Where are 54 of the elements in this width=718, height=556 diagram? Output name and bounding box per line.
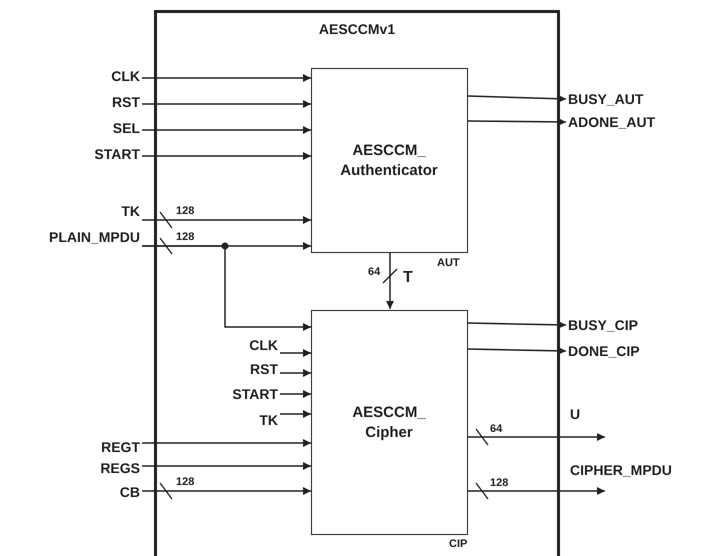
block-name: AESCCM_ Cipher xyxy=(351,402,427,442)
signal-arrow xyxy=(142,126,311,134)
signal-arrow xyxy=(386,253,394,309)
signal-name: REGS xyxy=(100,460,140,476)
signal-arrow xyxy=(468,433,605,441)
edge-label: 64 xyxy=(368,266,380,278)
signal-name: TK xyxy=(121,203,140,219)
signal-arrow xyxy=(142,245,311,331)
signal-name: RST xyxy=(112,94,140,110)
edge-label: 128 xyxy=(176,205,194,217)
signal-name: START xyxy=(232,386,278,402)
signal-arrow xyxy=(142,100,311,108)
signal-arrow xyxy=(280,349,311,357)
signal-arrow xyxy=(280,410,311,418)
signal-name: DONE_CIP xyxy=(568,343,640,359)
edge-label: 128 xyxy=(490,477,508,489)
signal-arrow xyxy=(468,118,566,126)
edge-label: 64 xyxy=(490,423,502,435)
signal-name: SEL xyxy=(112,120,140,136)
signal-arrow xyxy=(280,390,311,398)
block-box xyxy=(311,68,468,253)
signal-arrow xyxy=(142,439,311,447)
signal-name: REGT xyxy=(101,439,140,455)
signal-name: CLK xyxy=(111,68,140,84)
signal-name: BUSY_AUT xyxy=(568,91,644,107)
signal-arrow xyxy=(468,94,566,103)
signal-arrow xyxy=(142,74,311,82)
signal-arrow xyxy=(468,487,605,495)
signal-name: CLK xyxy=(249,337,278,353)
signal-name: PLAIN_MPDU xyxy=(48,229,140,245)
signal-name: U xyxy=(570,406,580,422)
signal-name: RST xyxy=(250,361,278,377)
edge-label: 128 xyxy=(176,231,194,243)
signal-arrow xyxy=(468,320,566,329)
signal-arrow xyxy=(142,462,311,470)
signal-name: CB xyxy=(120,484,140,500)
signal-name: TK xyxy=(259,412,278,428)
signal-name: BUSY_CIP xyxy=(568,317,638,333)
signal-arrow xyxy=(280,369,311,377)
edge-label: 128 xyxy=(176,476,194,488)
signal-name: START xyxy=(94,146,140,162)
signal-name: ADONE_AUT xyxy=(568,114,656,130)
signal-arrow xyxy=(142,152,311,160)
block-tag: CIP xyxy=(449,538,468,550)
signal-name: T xyxy=(403,270,413,286)
signal-name: CIPHER_MPDU xyxy=(570,462,672,478)
block-name: AESCCM_ Authenticator xyxy=(339,140,439,180)
signal-arrow xyxy=(468,346,566,355)
block-tag: AUT xyxy=(437,257,460,269)
signal-arrow xyxy=(142,487,311,495)
signal-arrow xyxy=(142,216,311,224)
module-title: AESCCMv1 xyxy=(318,21,396,37)
block-box xyxy=(311,310,468,535)
module-box xyxy=(154,10,560,556)
